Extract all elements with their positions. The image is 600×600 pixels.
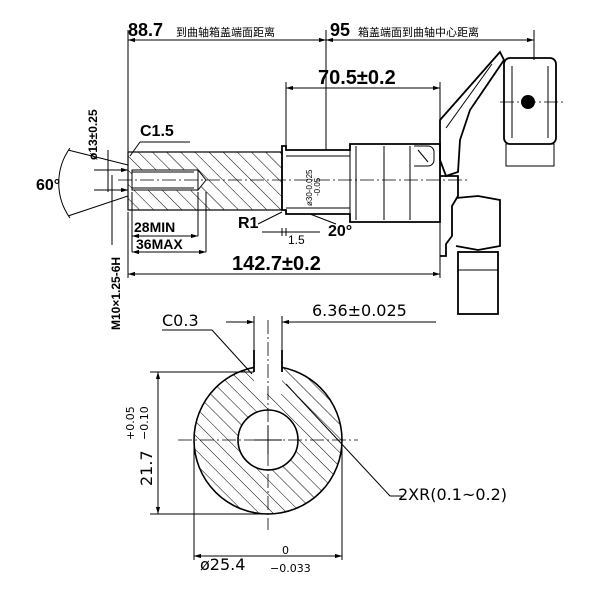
dim-angle-20: 20° [328, 223, 352, 240]
dim-bore-13: ø13±0.25 [86, 109, 100, 160]
dim-88-7-note: 到曲轴箱盖端面距离 [176, 25, 275, 39]
dim-chamfer-c0-3: C0.3 [162, 311, 199, 330]
dim-thread: M10×1.25-6H [109, 257, 123, 330]
shaft-cross-section: C0.3 6.36±0.025 21.7 +0.05 −0.10 2XR(0.1… [124, 301, 507, 575]
dim-shaft-dia-tol-upper: 0 [282, 544, 289, 557]
dim-depth-min: 28MIN [134, 219, 175, 235]
dim-95-value: 95 [330, 20, 350, 40]
dim-88-7-value: 88.7 [128, 20, 163, 40]
shaft-dia-code-1: ø30-0.025 [305, 169, 314, 206]
shaft-dia-code-2: -0.05 [313, 177, 322, 196]
dim-step-1-5: 1.5 [288, 233, 305, 247]
shaft-side-view: ø30-0.025 -0.05 R1 1.5 20° 28MIN 36MAX 1… [118, 143, 470, 278]
top-dimensions: 88.7 到曲轴箱盖端面距离 95 箱盖端面到曲轴中心距离 70.5±0.2 [127, 20, 535, 160]
dim-shaft-dia-tol-lower: −0.033 [270, 562, 311, 575]
dim-key-height-tol-upper: +0.05 [124, 406, 137, 440]
dim-key-width: 6.36±0.025 [312, 301, 407, 320]
dim-key-height: 21.7 [137, 450, 156, 486]
dim-key-height-tol-lower: −0.10 [138, 406, 151, 440]
dim-radius-r1: R1 [238, 215, 259, 232]
dim-95-note: 箱盖端面到曲轴中心距离 [358, 25, 479, 39]
dim-shaft-dia: ø25.4 [200, 555, 245, 574]
dim-angle-60: 60° [36, 177, 60, 194]
dim-chamfer-c1-5: C1.5 [140, 123, 174, 140]
dim-142-7: 142.7±0.2 [232, 253, 321, 275]
crank-arm [439, 50, 566, 315]
left-bore-dimensions: ø13±0.25 M10×1.25-6H C1.5 60° [36, 109, 190, 330]
dim-70-5: 70.5±0.2 [318, 67, 396, 89]
dim-fillet-note: 2XR(0.1~0.2) [398, 485, 507, 504]
dim-depth-max: 36MAX [136, 236, 183, 252]
